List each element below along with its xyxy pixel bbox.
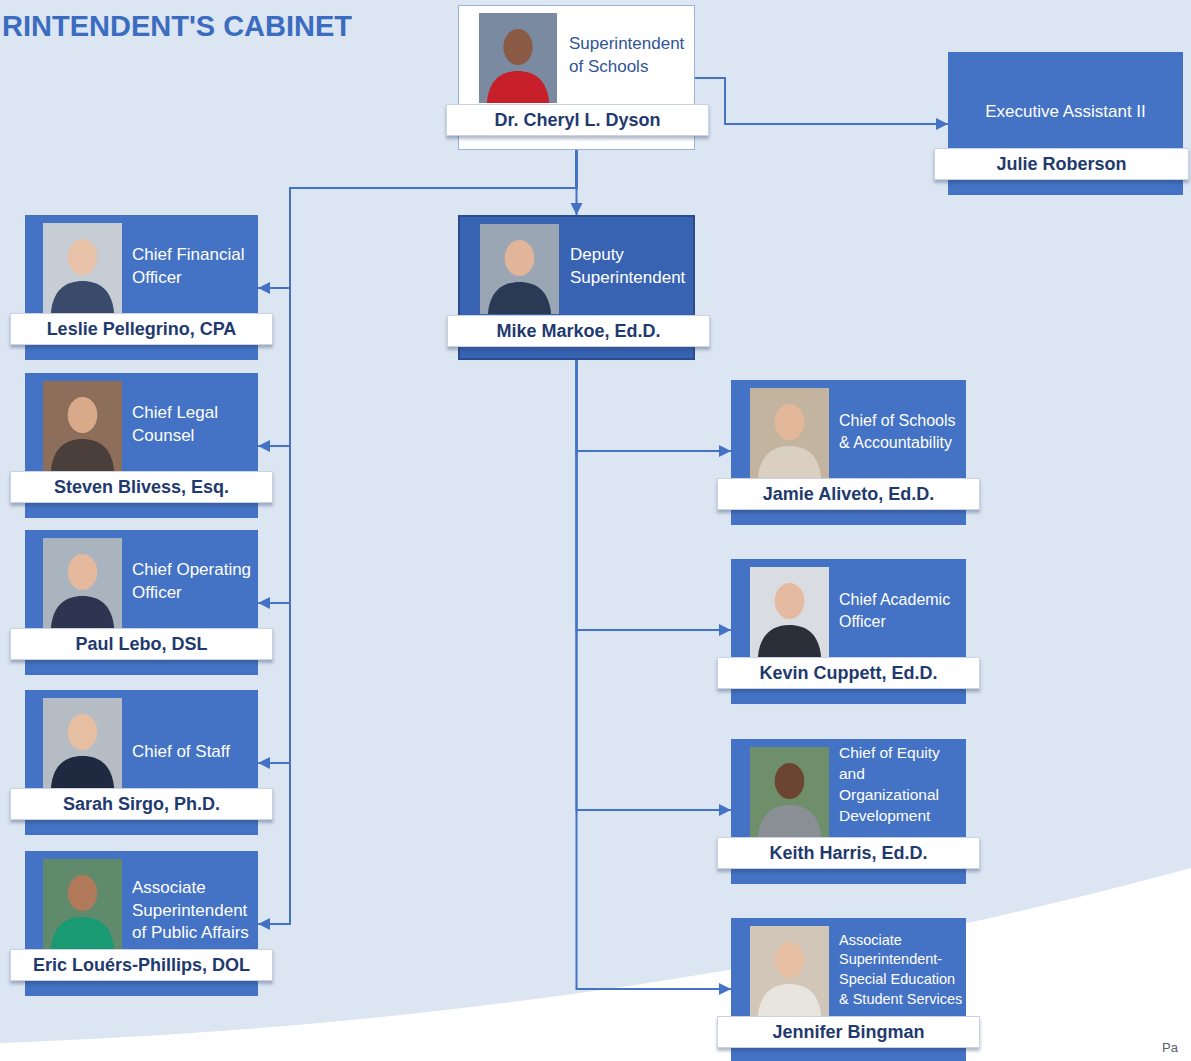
org-box: Chief Operating OfficerPaul Lebo, DSL	[25, 530, 258, 675]
portrait-figure	[43, 381, 122, 471]
portrait-figure	[43, 538, 122, 628]
role-title: Chief of Staff	[132, 741, 254, 764]
name-bar: Julie Roberson	[934, 148, 1189, 180]
portrait-photo	[43, 698, 122, 788]
person-name: Dr. Cheryl L. Dyson	[494, 110, 660, 131]
role-title: Executive Assistant II	[948, 101, 1183, 124]
portrait-figure	[479, 13, 557, 103]
name-bar: Dr. Cheryl L. Dyson	[446, 104, 709, 136]
org-box: Superintendent of SchoolsDr. Cheryl L. D…	[458, 5, 695, 150]
name-bar: Eric Louérs-Phillips, DOL	[10, 949, 273, 981]
org-box: Executive Assistant II Julie Roberson	[948, 52, 1183, 195]
org-box: Deputy SuperintendentMike Markoe, Ed.D.	[458, 215, 695, 360]
portrait-photo	[480, 224, 559, 314]
name-bar: Mike Markoe, Ed.D.	[447, 315, 710, 347]
portrait-photo	[750, 747, 829, 837]
reporting-line	[577, 360, 732, 630]
name-bar: Kevin Cuppett, Ed.D.	[717, 657, 980, 689]
page-label: Pa	[1162, 1040, 1178, 1055]
reporting-line	[258, 150, 577, 763]
portrait-photo	[479, 13, 557, 103]
name-bar: Jennifer Bingman	[717, 1016, 980, 1048]
portrait-photo	[43, 538, 122, 628]
person-name: Sarah Sirgo, Ph.D.	[63, 794, 220, 815]
person-name: Jennifer Bingman	[772, 1022, 924, 1043]
reporting-line	[258, 150, 577, 924]
role-title: Deputy Superintendent	[570, 244, 690, 290]
org-box: Chief of StaffSarah Sirgo, Ph.D.	[25, 690, 258, 835]
person-name: Leslie Pellegrino, CPA	[47, 319, 237, 340]
name-bar: Sarah Sirgo, Ph.D.	[10, 788, 273, 820]
portrait-photo	[43, 381, 122, 471]
portrait-figure	[43, 223, 122, 313]
name-bar: Jamie Aliveto, Ed.D.	[717, 478, 980, 510]
portrait-figure	[43, 859, 122, 949]
portrait-figure	[750, 567, 829, 657]
reporting-line	[577, 360, 732, 810]
chart-title: RINTENDENT'S CABINET	[2, 10, 352, 43]
reporting-line	[258, 150, 577, 446]
org-box: Chief Financial OfficerLeslie Pellegrino…	[25, 215, 258, 360]
name-bar: Paul Lebo, DSL	[10, 628, 273, 660]
portrait-figure	[750, 388, 829, 478]
name-bar: Steven Blivess, Esq.	[10, 471, 273, 503]
reporting-line	[577, 360, 732, 451]
person-name: Mike Markoe, Ed.D.	[496, 321, 660, 342]
role-title: Associate Superintendent of Public Affai…	[132, 877, 254, 946]
role-title: Chief of Schools & Accountability	[839, 410, 963, 453]
name-bar: Leslie Pellegrino, CPA	[10, 313, 273, 345]
person-name: Kevin Cuppett, Ed.D.	[759, 663, 937, 684]
role-title: Superintendent of Schools	[569, 33, 691, 79]
person-name: Paul Lebo, DSL	[75, 634, 207, 655]
person-name: Keith Harris, Ed.D.	[769, 843, 927, 864]
portrait-figure	[750, 747, 829, 837]
portrait-figure	[43, 698, 122, 788]
portrait-photo	[750, 567, 829, 657]
role-title: Associate Superintendent- Special Educat…	[839, 931, 963, 1009]
org-box: Chief of Schools & AccountabilityJamie A…	[731, 380, 966, 525]
person-name: Julie Roberson	[996, 154, 1126, 175]
org-box: Associate Superintendent- Special Educat…	[731, 918, 966, 1061]
org-box: Associate Superintendent of Public Affai…	[25, 851, 258, 996]
person-name: Steven Blivess, Esq.	[54, 477, 229, 498]
org-box: Chief Academic OfficerKevin Cuppett, Ed.…	[731, 559, 966, 704]
portrait-figure	[480, 224, 559, 314]
role-title: Chief Financial Officer	[132, 244, 254, 290]
org-box: Chief Legal CounselSteven Blivess, Esq.	[25, 373, 258, 518]
person-name: Jamie Aliveto, Ed.D.	[763, 484, 934, 505]
portrait-photo	[750, 926, 829, 1016]
role-title: Chief of Equity and Organizational Devel…	[839, 743, 963, 827]
role-title: Chief Academic Officer	[839, 589, 963, 632]
portrait-figure	[750, 926, 829, 1016]
reporting-line	[577, 360, 732, 989]
portrait-photo	[43, 859, 122, 949]
role-title: Chief Legal Counsel	[132, 402, 254, 448]
role-title: Chief Operating Officer	[132, 559, 254, 605]
org-box: Chief of Equity and Organizational Devel…	[731, 739, 966, 884]
portrait-photo	[750, 388, 829, 478]
reporting-line	[695, 78, 948, 124]
name-bar: Keith Harris, Ed.D.	[717, 837, 980, 869]
person-name: Eric Louérs-Phillips, DOL	[33, 955, 250, 976]
portrait-photo	[43, 223, 122, 313]
